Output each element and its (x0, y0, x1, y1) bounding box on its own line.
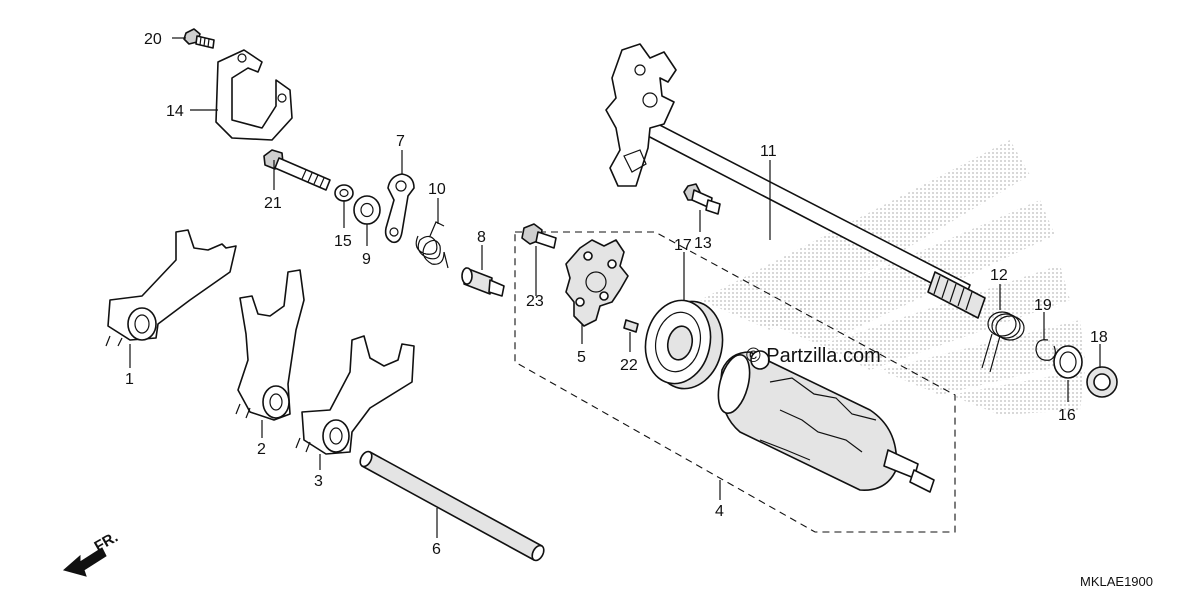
part-15-washer (334, 184, 354, 202)
part-21-bolt (263, 149, 331, 191)
callout-15: 15 (334, 233, 352, 250)
callout-4: 4 (715, 503, 724, 520)
callout-8: 8 (477, 229, 486, 246)
callout-6: 6 (432, 541, 441, 558)
watermark-text: © Partzilla.com (746, 345, 881, 367)
leader-lines (129, 37, 1101, 538)
callout-12: 12 (990, 267, 1008, 284)
callout-18: 18 (1090, 329, 1108, 346)
part-17-bearing (644, 299, 724, 390)
part-5-drum-center (565, 239, 629, 327)
callout-numbers: 20 14 21 15 9 7 10 8 11 13 23 5 22 17 4 … (125, 31, 1108, 558)
part-20-bolt (183, 28, 215, 49)
part-1-shift-fork (105, 229, 237, 347)
part-4-shift-drum (717, 350, 935, 493)
callout-13: 13 (694, 235, 712, 252)
part-6-fork-shaft (359, 450, 545, 562)
callout-3: 3 (314, 473, 323, 490)
callout-17: 17 (674, 237, 692, 254)
callout-11: 11 (760, 143, 777, 160)
part-9-washer (353, 195, 381, 225)
callout-23: 23 (526, 293, 544, 310)
part-18-seal (1086, 366, 1118, 398)
diagram-code: MKLAE1900 (1080, 574, 1153, 589)
part-8-collar (461, 267, 505, 297)
callout-10: 10 (428, 181, 446, 198)
front-direction-arrow: FR. (62, 529, 121, 577)
assembly-outline (514, 231, 956, 533)
callout-16: 16 (1058, 407, 1076, 424)
callout-22: 22 (620, 357, 638, 374)
part-13-stud (683, 183, 721, 215)
part-10-spring (415, 221, 449, 269)
part-3-shift-fork (295, 335, 415, 455)
part-7-stopper-arm (384, 173, 415, 244)
callout-2: 2 (257, 441, 266, 458)
callout-21: 21 (264, 195, 282, 212)
part-2-shift-fork (235, 269, 305, 421)
callout-14: 14 (166, 103, 184, 120)
callout-20: 20 (144, 31, 162, 48)
callout-19: 19 (1034, 297, 1052, 314)
part-14-bracket (215, 49, 293, 141)
callout-9: 9 (362, 251, 371, 268)
part-11-shift-spindle (605, 43, 986, 319)
part-16-washer (1053, 345, 1083, 379)
part-23-bolt (521, 223, 557, 249)
callout-1: 1 (125, 371, 134, 388)
callout-5: 5 (577, 349, 586, 366)
callout-7: 7 (396, 133, 405, 150)
part-22-pin (623, 319, 639, 333)
part-12-spring (981, 311, 1025, 373)
